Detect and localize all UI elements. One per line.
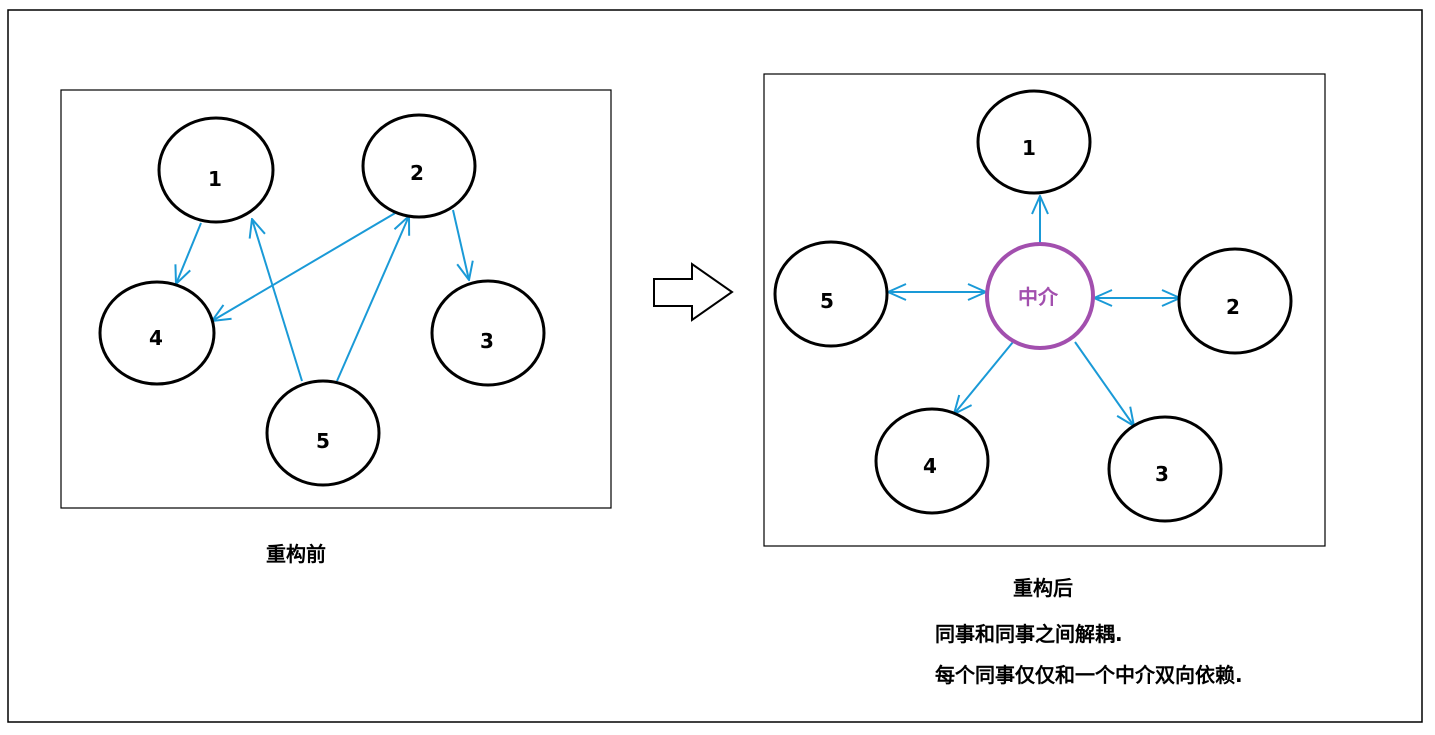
before-edge-1-to-4: [176, 222, 202, 284]
after-node-2: 2: [1177, 247, 1293, 355]
after-node-1: 1: [976, 89, 1092, 195]
before-node-3-label: 3: [480, 329, 494, 353]
before-node-1: 1: [157, 116, 275, 224]
before-node-1-label: 1: [208, 167, 222, 191]
after-panel: 中介 1 2 3 4 5: [763, 73, 1326, 547]
before-edge-5-to-2: [336, 216, 409, 382]
before-panel: 1 2 3 4 5: [60, 89, 612, 509]
after-node-3-label: 3: [1155, 462, 1169, 486]
after-node-5: 5: [773, 240, 889, 348]
after-frame: [763, 73, 1326, 547]
before-node-5: 5: [265, 379, 381, 487]
before-edge-5-to-1: [252, 219, 303, 382]
after-caption: 重构后: [1013, 576, 1073, 600]
after-node-4-label: 4: [923, 454, 937, 478]
after-node-5-label: 5: [820, 289, 834, 313]
before-node-3: 3: [430, 279, 546, 387]
right-arrow-icon: [653, 262, 734, 322]
before-frame: [60, 89, 612, 509]
mediator-label: 中介: [1018, 285, 1059, 309]
after-note-decoupled: 同事和同事之间解耦.: [935, 622, 1123, 646]
mediator-node: 中介: [985, 242, 1095, 350]
before-caption: 重构前: [266, 542, 326, 566]
outer-frame: [7, 9, 1423, 723]
before-node-4: 4: [98, 280, 216, 386]
after-node-2-label: 2: [1226, 295, 1240, 319]
before-node-4-label: 4: [149, 326, 163, 350]
after-note-bidirectional: 每个同事仅仅和一个中介双向依赖.: [935, 663, 1243, 687]
after-edge-mediator-to-3: [1074, 341, 1134, 426]
before-node-2-label: 2: [410, 161, 424, 185]
before-node-5-label: 5: [316, 429, 330, 453]
before-edge-2-to-4: [212, 211, 398, 321]
after-node-1-label: 1: [1022, 136, 1036, 160]
after-node-4: 4: [874, 407, 990, 515]
before-node-2: 2: [361, 113, 477, 219]
after-node-3: 3: [1107, 415, 1223, 523]
after-edge-mediator-to-4: [954, 341, 1014, 414]
before-edge-2-to-3: [452, 209, 469, 280]
